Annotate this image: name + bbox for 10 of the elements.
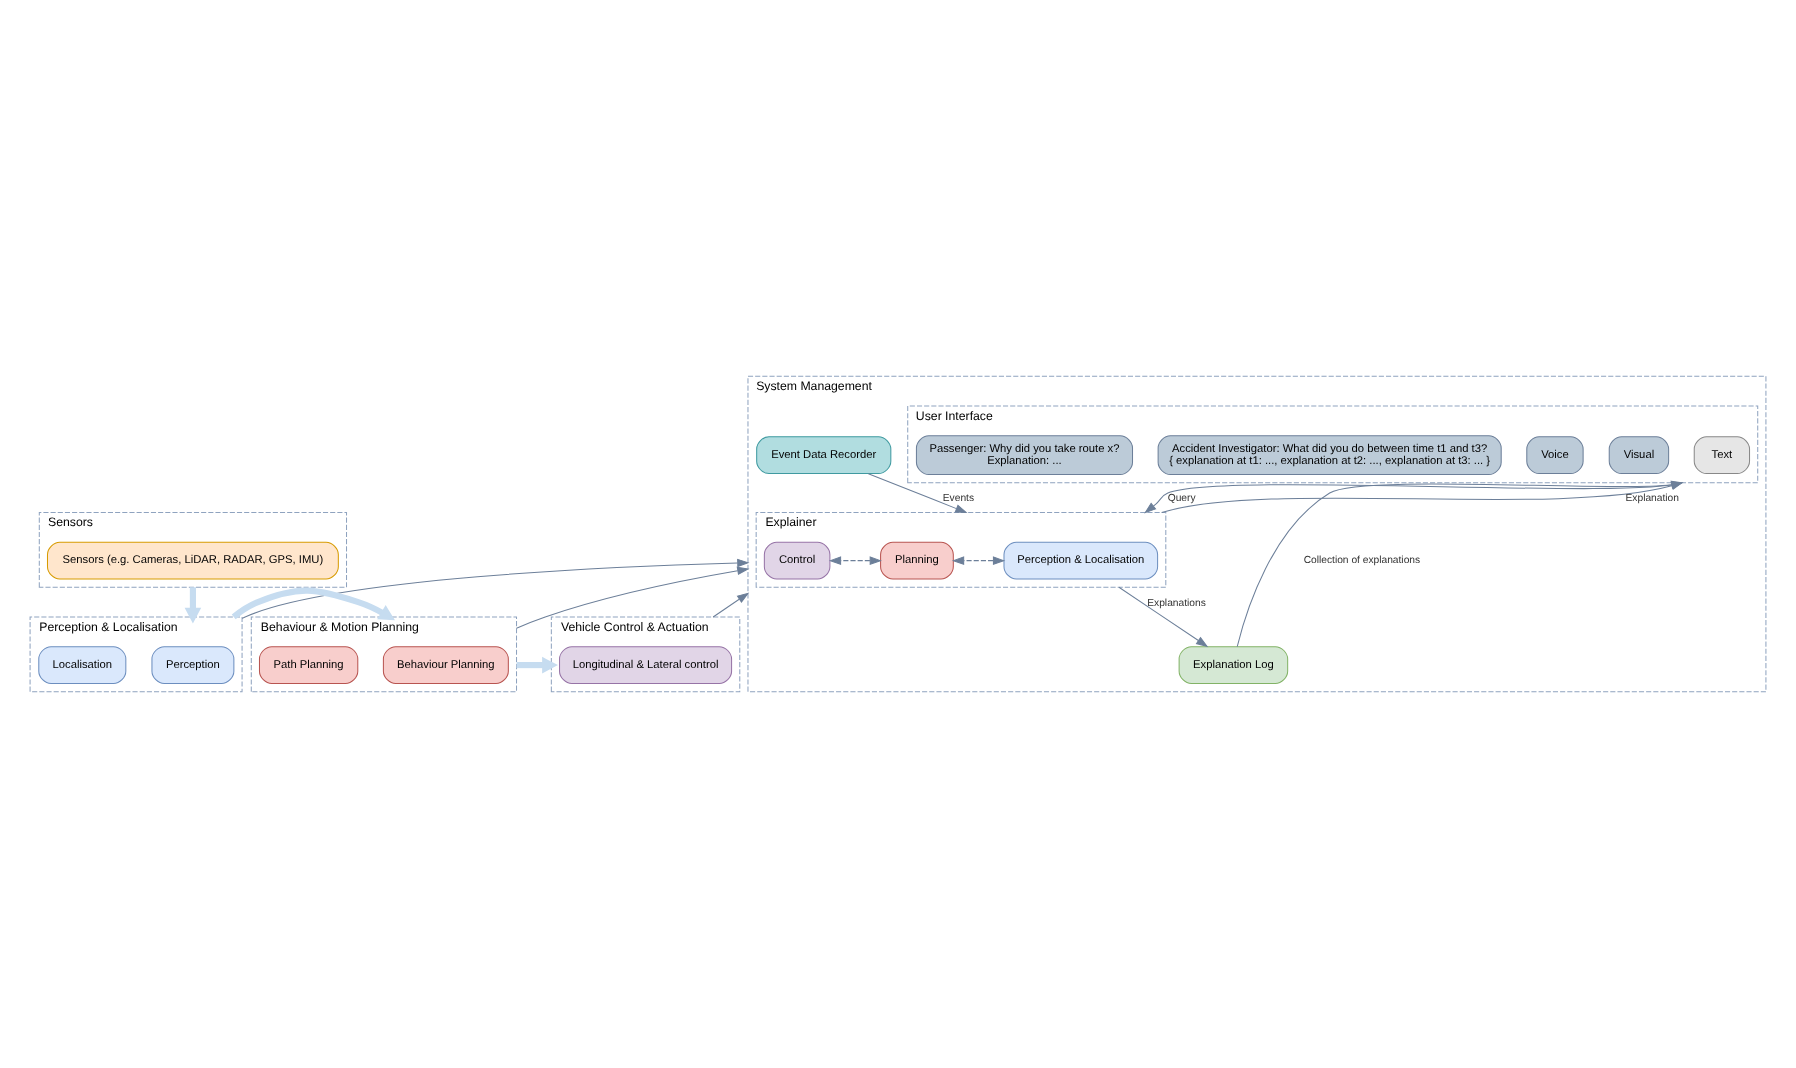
arrow: [828, 556, 882, 565]
arrow: [516, 656, 558, 674]
arrow: [516, 566, 750, 629]
arrow: [184, 587, 202, 624]
arrow: [951, 556, 1006, 565]
arrow: [1118, 586, 1209, 648]
arrow: [241, 558, 750, 619]
arrow: [867, 473, 968, 514]
arrow: [712, 592, 750, 618]
arrow: [231, 587, 395, 621]
